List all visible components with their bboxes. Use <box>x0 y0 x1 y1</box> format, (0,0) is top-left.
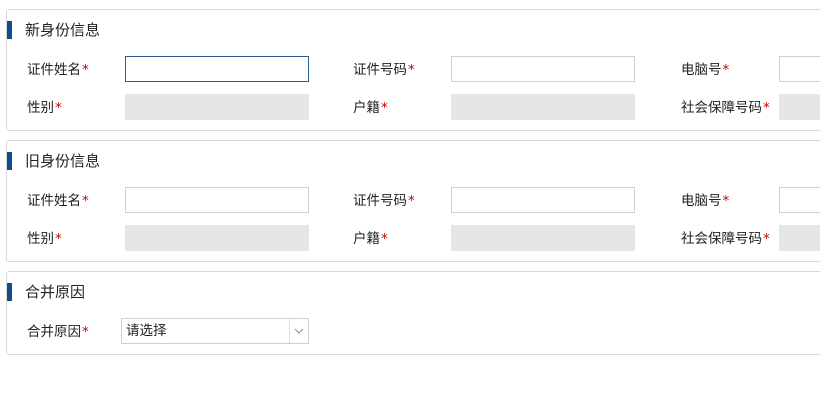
old-name-label: 证件姓名* <box>27 193 89 209</box>
title-accent-bar <box>7 152 12 170</box>
new-social-security-field <box>779 94 820 120</box>
new-household-label: 户籍* <box>353 100 388 116</box>
merge-reason-panel: 合并原因 合并原因* 请选择 <box>6 271 820 355</box>
old-identity-title: 旧身份信息 <box>7 152 100 170</box>
new-name-label: 证件姓名* <box>27 62 89 78</box>
new-name-input[interactable] <box>125 56 309 82</box>
new-identity-panel: 新身份信息 证件姓名* 证件号码* 电脑号* 性别* 户籍* 社会保障号码* <box>6 9 820 131</box>
old-social-security-field <box>779 225 820 251</box>
chevron-down-icon-glyph <box>294 328 304 334</box>
new-computer-no-label: 电脑号* <box>681 62 730 78</box>
merge-reason-label: 合并原因* <box>27 324 89 340</box>
new-identity-title: 新身份信息 <box>7 21 100 39</box>
old-identity-panel: 旧身份信息 证件姓名* 证件号码* 电脑号* 性别* 户籍* 社会保障号码* <box>6 140 820 262</box>
new-household-field <box>451 94 635 120</box>
old-computer-no-input[interactable] <box>779 187 820 213</box>
old-household-label: 户籍* <box>353 231 388 247</box>
merge-reason-select-value: 请选择 <box>126 323 167 339</box>
merge-reason-title: 合并原因 <box>7 283 85 301</box>
new-id-number-label: 证件号码* <box>353 62 415 78</box>
old-gender-field <box>125 225 309 251</box>
old-name-input[interactable] <box>125 187 309 213</box>
new-id-number-input[interactable] <box>451 56 635 82</box>
old-id-number-label: 证件号码* <box>353 193 415 209</box>
merge-reason-select[interactable]: 请选择 <box>121 318 309 344</box>
title-accent-bar <box>7 283 12 301</box>
new-social-security-label: 社会保障号码* <box>681 100 770 116</box>
new-computer-no-input[interactable] <box>779 56 820 82</box>
chevron-down-icon[interactable] <box>289 319 308 343</box>
old-gender-label: 性别* <box>27 231 62 247</box>
new-gender-label: 性别* <box>27 100 62 116</box>
title-accent-bar <box>7 21 12 39</box>
old-social-security-label: 社会保障号码* <box>681 231 770 247</box>
old-id-number-input[interactable] <box>451 187 635 213</box>
old-computer-no-label: 电脑号* <box>681 193 730 209</box>
new-gender-field <box>125 94 309 120</box>
old-household-field <box>451 225 635 251</box>
